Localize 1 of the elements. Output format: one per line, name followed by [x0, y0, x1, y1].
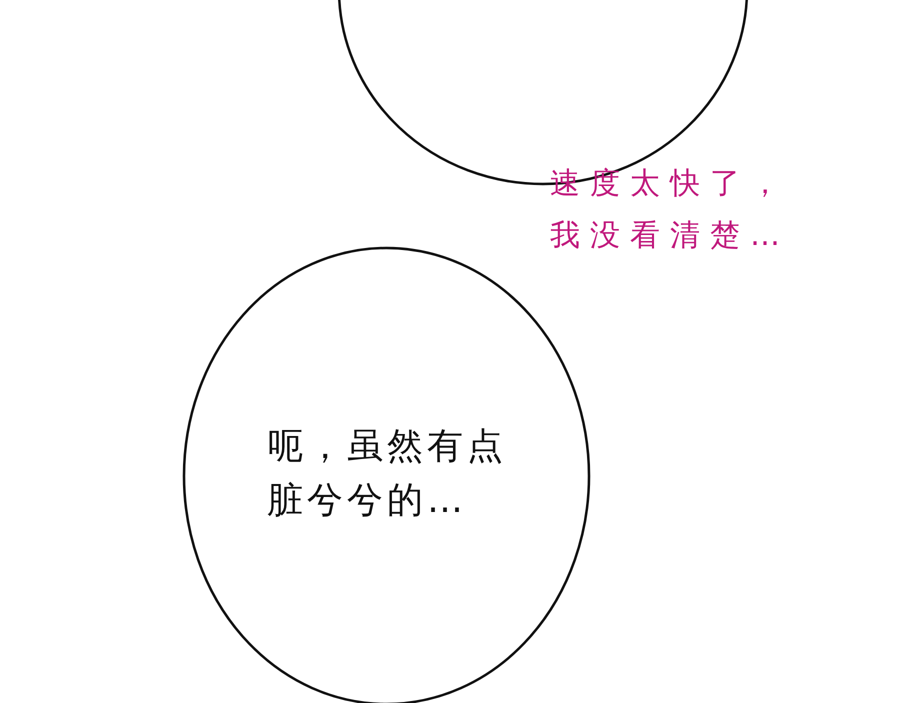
speech-text: 呃，虽然有点脏兮兮的… [267, 425, 508, 523]
